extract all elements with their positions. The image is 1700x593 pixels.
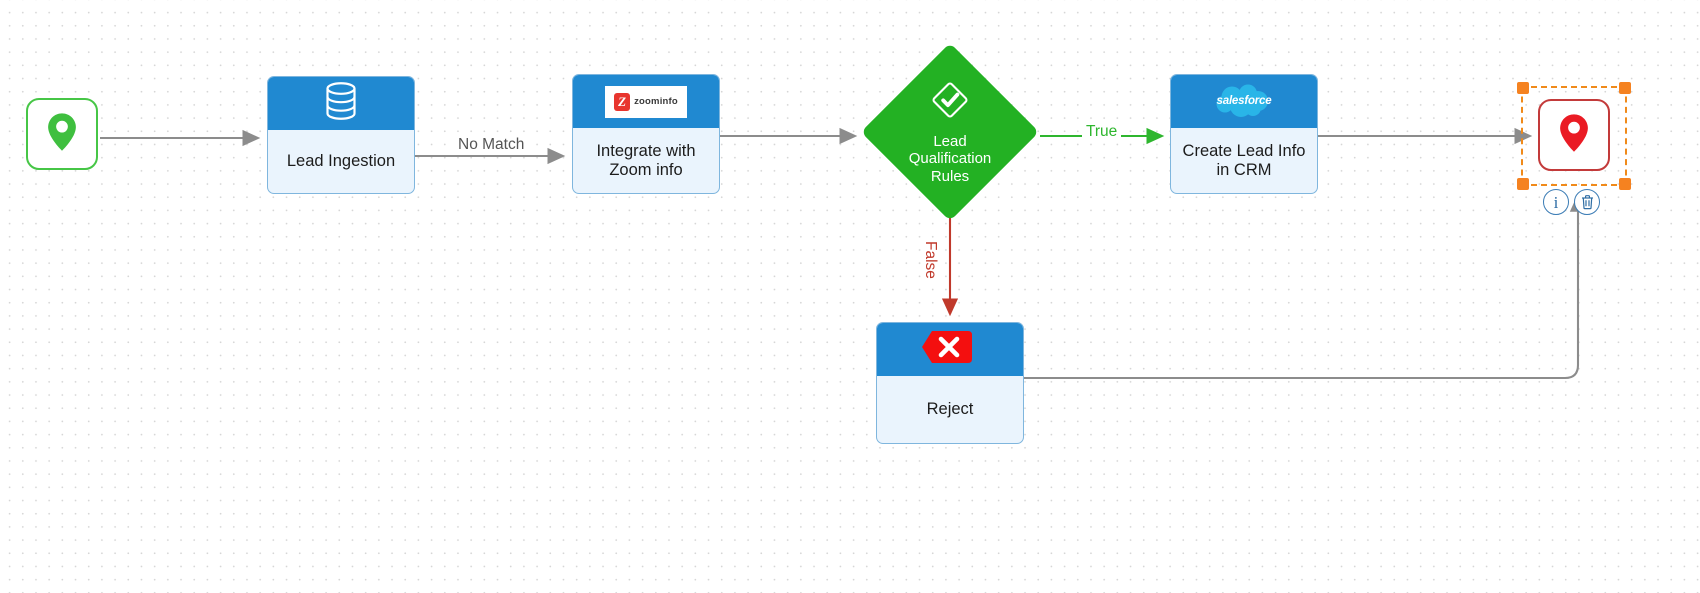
resize-handle-top-right[interactable]	[1619, 82, 1631, 94]
end-node[interactable]	[1538, 99, 1610, 171]
database-icon	[319, 79, 363, 128]
edge-label-false: False	[921, 238, 939, 282]
node-header	[877, 323, 1023, 376]
zoominfo-logo: Z zoominfo	[605, 85, 687, 118]
reject-x-icon	[920, 328, 980, 371]
node-integrate-with-zoominfo[interactable]: Z zoominfo Integrate with Zoom info	[572, 74, 720, 194]
node-lead-qualification-rules[interactable]: Lead Qualification Rules	[860, 42, 1040, 222]
node-title: Lead Ingestion	[286, 152, 396, 170]
node-reject[interactable]: Reject	[876, 322, 1024, 444]
node-lead-ingestion[interactable]: Lead Ingestion	[267, 76, 415, 194]
edge-reject-to-end	[1024, 193, 1587, 380]
map-pin-icon	[45, 112, 79, 157]
start-node[interactable]	[26, 98, 98, 170]
map-pin-icon	[1557, 113, 1591, 158]
zoominfo-wordmark: zoominfo	[634, 96, 678, 107]
node-header: Z zoominfo	[573, 75, 719, 128]
edge-label-true: True	[1082, 123, 1122, 141]
resize-handle-bottom-left[interactable]	[1517, 178, 1529, 190]
edge-label-no-match: No Match	[453, 136, 530, 154]
trash-icon[interactable]	[1574, 189, 1600, 215]
node-header	[268, 77, 414, 130]
node-title: Reject	[926, 400, 974, 418]
info-icon[interactable]: i	[1543, 189, 1569, 215]
node-title: Integrate with Zoom info	[596, 141, 696, 179]
check-badge-icon	[929, 79, 971, 126]
node-title: Create Lead Info in CRM	[1182, 141, 1306, 179]
resize-handle-bottom-right[interactable]	[1619, 178, 1631, 190]
info-glyph: i	[1553, 192, 1559, 212]
node-create-lead-info-in-crm[interactable]: salesforce Create Lead Info in CRM	[1170, 74, 1318, 194]
node-header: salesforce	[1171, 75, 1317, 128]
salesforce-logo: salesforce	[1201, 82, 1287, 122]
zoominfo-mark-icon: Z	[614, 92, 631, 111]
salesforce-wordmark: salesforce	[1216, 94, 1272, 107]
resize-handle-top-left[interactable]	[1517, 82, 1529, 94]
node-title: Lead Qualification Rules	[908, 132, 992, 185]
